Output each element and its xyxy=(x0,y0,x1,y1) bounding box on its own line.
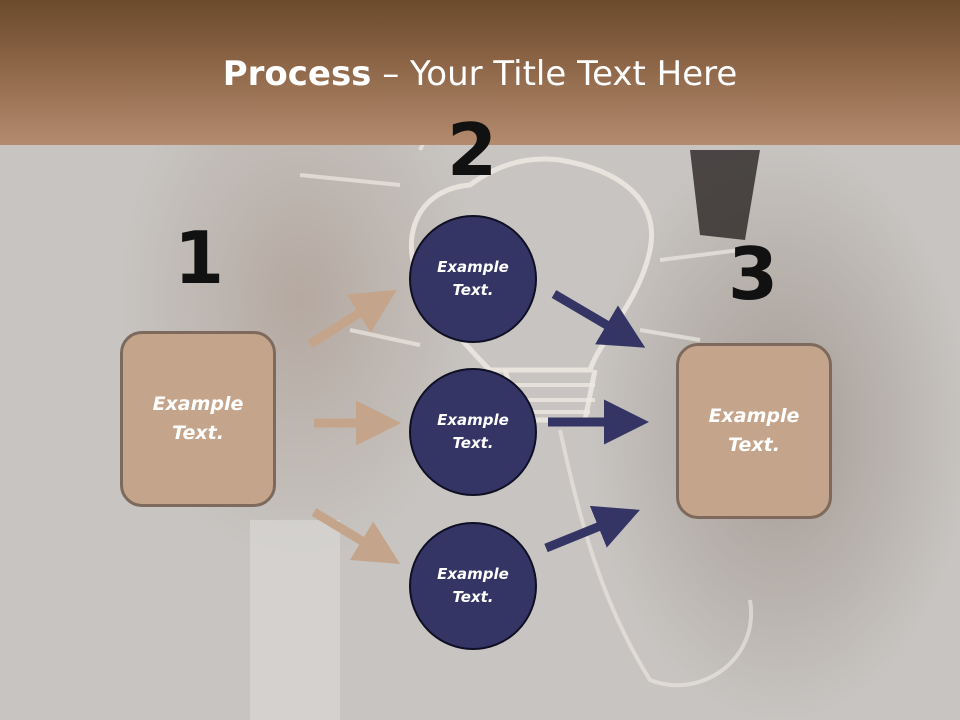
arrow-bottom-to-right xyxy=(544,505,641,553)
title-bold: Process xyxy=(222,54,372,94)
step-number-2: 2 xyxy=(446,108,498,192)
step-2-circle-top: Example Text. xyxy=(409,215,537,343)
title-rest: – Your Title Text Here xyxy=(371,54,738,94)
page-title: Process – Your Title Text Here xyxy=(0,52,960,96)
step-number-1: 1 xyxy=(173,216,225,300)
arrow-left-to-top xyxy=(307,289,397,348)
title-bar: Process – Your Title Text Here xyxy=(0,0,960,145)
step-1-box: Example Text. xyxy=(120,331,276,507)
step-3-box: Example Text. xyxy=(676,343,832,519)
arrow-left-to-bottom xyxy=(311,508,401,564)
step-2-circle-middle: Example Text. xyxy=(409,368,537,496)
step-2-circle-bottom: Example Text. xyxy=(409,522,537,650)
arrow-top-to-right xyxy=(551,290,646,348)
step-number-3: 3 xyxy=(727,232,779,316)
